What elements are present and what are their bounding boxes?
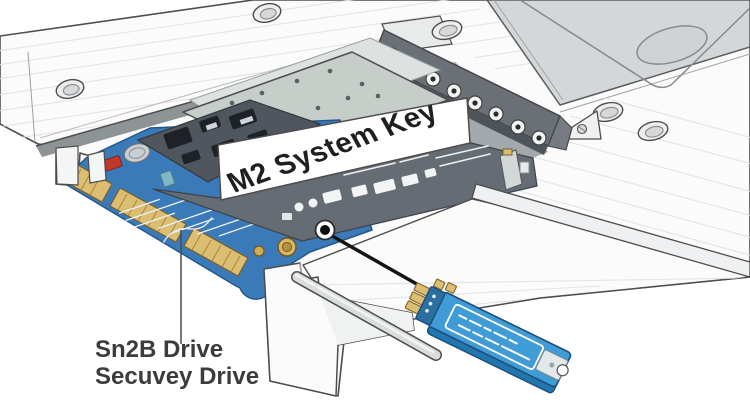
cap-dot <box>428 301 433 306</box>
socket-tab <box>519 161 530 174</box>
ssd-notch-end <box>535 349 569 381</box>
certification-marks <box>282 145 491 220</box>
standoff-screw-icon <box>277 237 297 257</box>
rivet-icon <box>531 130 547 146</box>
pry-tool <box>291 271 442 361</box>
rail-foot <box>55 145 79 186</box>
rail-tab <box>87 150 107 184</box>
cap-dot <box>432 294 436 299</box>
rail-end-corner <box>27 51 36 143</box>
ssd-end-cap <box>415 286 446 326</box>
callout-dot-icon <box>314 219 336 241</box>
rivet-icon <box>510 119 526 135</box>
controller-components <box>136 99 322 183</box>
screw-hole <box>431 19 463 41</box>
cap-dot <box>425 308 429 313</box>
panel-chamfer-left <box>493 0 564 101</box>
screw-hole <box>252 2 282 24</box>
m2-ssd-drive <box>404 278 572 394</box>
screw-slot <box>578 126 586 132</box>
coin-cell <box>123 143 151 163</box>
module-front-face <box>152 141 538 242</box>
drive-label-line1: Sn2B Drive <box>95 336 223 363</box>
screw-hole <box>637 120 669 142</box>
drive-label-line2: Secuvey Drive <box>95 363 259 390</box>
panel-inner-outline <box>518 0 750 89</box>
tab-ring-icon <box>253 245 265 257</box>
rim-streaks <box>479 97 750 259</box>
rivet-icon <box>488 106 504 122</box>
rivet-icon <box>467 95 483 111</box>
ssd-label-text-marks <box>457 314 530 361</box>
panel-circle-detail <box>636 25 708 65</box>
teal-component <box>159 170 176 188</box>
screw-hole <box>592 101 624 123</box>
chassis-screw-holes <box>55 2 669 142</box>
callout-line <box>326 231 430 293</box>
socket-gold-pad <box>502 148 513 156</box>
chassis-front-face <box>471 183 750 278</box>
ssd-label <box>444 303 544 370</box>
ssd-gold-pins <box>404 278 457 315</box>
screw-hole <box>55 78 85 100</box>
rivet-icon <box>446 83 462 99</box>
panel-chamfer-bottom <box>559 53 750 113</box>
